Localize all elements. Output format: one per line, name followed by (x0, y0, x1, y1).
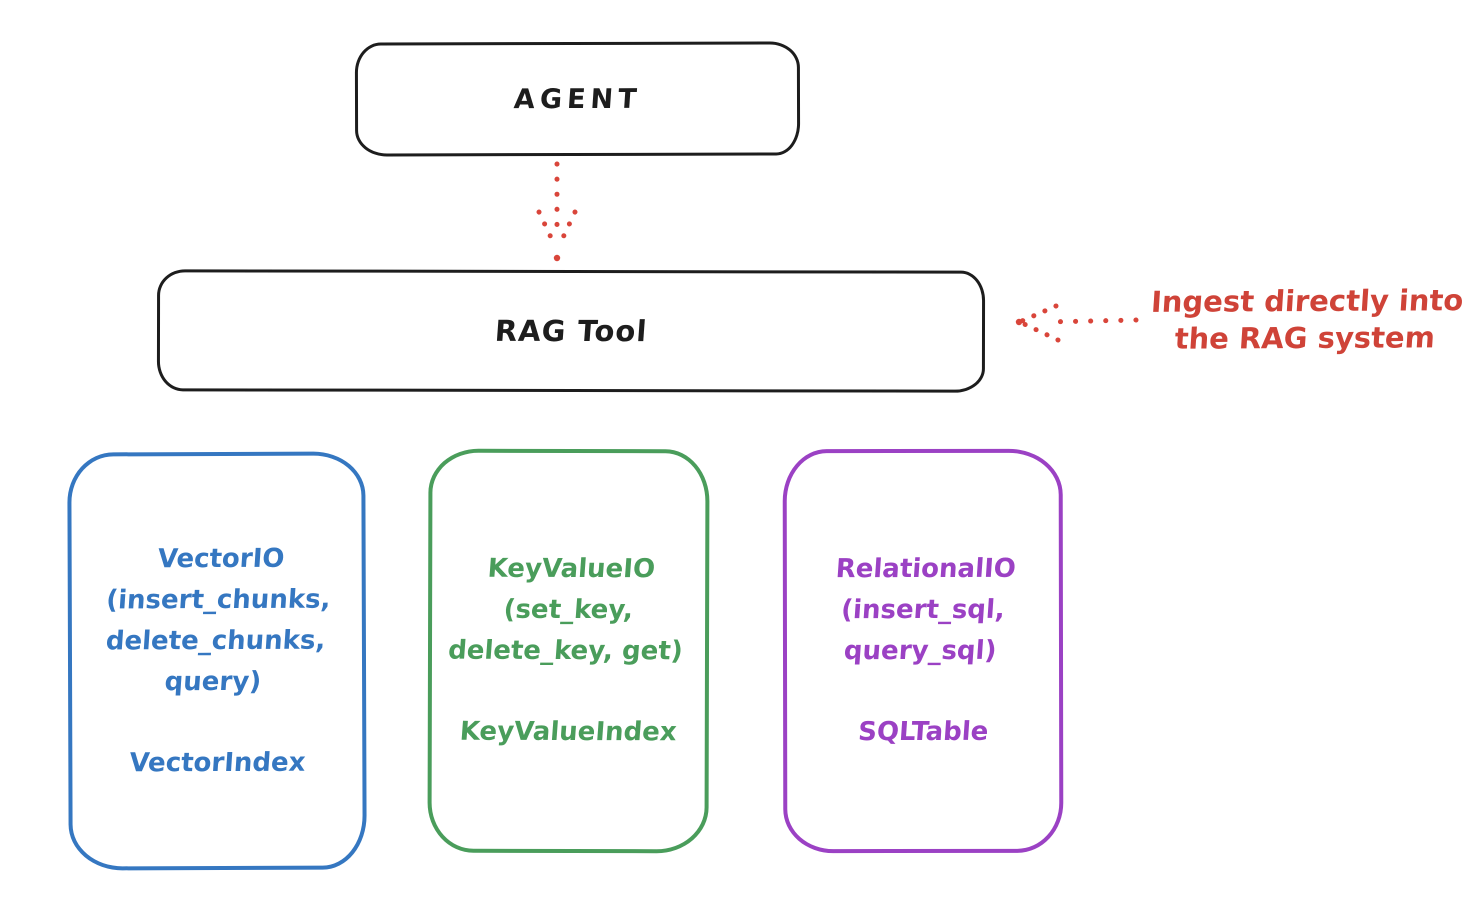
agent-to-rag-arrow-icon (536, 161, 578, 262)
vector-io-title: VectorIO (insert_chunks, delete_chunks, … (104, 543, 332, 697)
sql-table-label: SQLTable (857, 716, 990, 748)
keyvalue-index-label: KeyValueIndex (458, 716, 678, 748)
ingest-annotation-line1: Ingest directly into (1150, 283, 1465, 319)
relational-io-title: RelationalIO (insert_sql, query_sql) (834, 553, 1017, 667)
agent-box-label: AGENT (512, 83, 643, 115)
ingest-annotation-arrow-icon (1015, 303, 1139, 343)
vector-index-label: VectorIndex (128, 747, 307, 778)
vector-io-box: VectorIO (insert_chunks, delete_chunks, … (67, 451, 367, 871)
rag-tool-box-label: RAG Tool (493, 313, 649, 349)
ingest-annotation-line2: the RAG system (1173, 320, 1437, 356)
keyvalue-io-title: KeyValueIO (set_key, delete_key, get) (447, 553, 685, 667)
ingest-annotation: Ingest directly into the RAG system (1136, 282, 1477, 358)
rag-tool-box: RAG Tool (156, 269, 986, 393)
relational-io-box: RelationalIO (insert_sql, query_sql) SQL… (782, 448, 1064, 854)
agent-box: AGENT (354, 41, 801, 157)
keyvalue-io-box: KeyValueIO (set_key, delete_key, get) Ke… (427, 448, 710, 854)
